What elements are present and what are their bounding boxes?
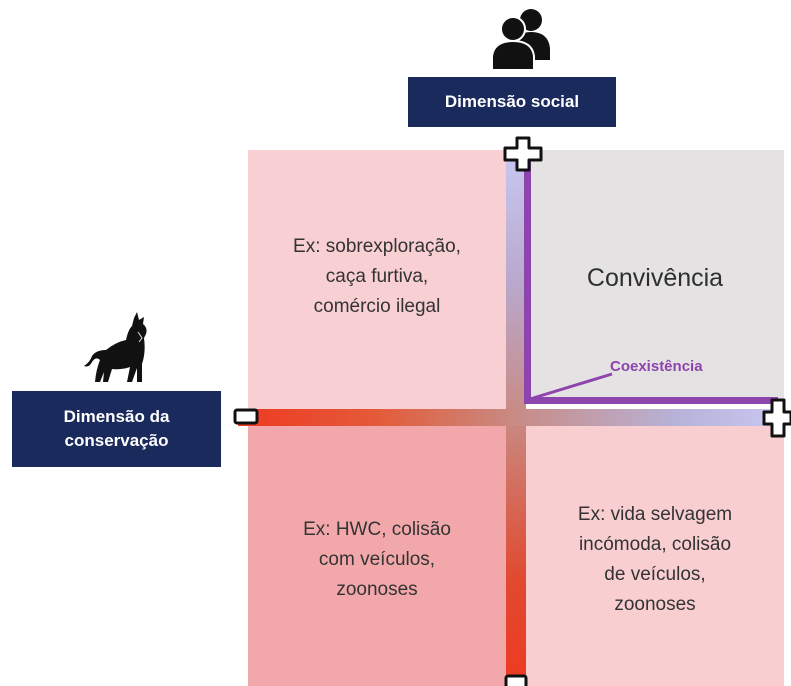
text-line: Ex: HWC, colisão — [303, 519, 451, 540]
coexistence-pointer — [526, 370, 616, 402]
text-line: incómoda, colisão — [578, 534, 732, 555]
text-line: zoonoses — [614, 594, 696, 615]
quadrant-top-left-text: Ex: sobrexploração, caça furtiva, comérc… — [248, 232, 506, 322]
conservation-label-line1: Dimensão da — [63, 407, 170, 426]
quadrant-bottom-right-text: Ex: vida selvagem incómoda, colisão de v… — [526, 500, 784, 620]
text-line: Ex: vida selvagem — [577, 504, 733, 525]
social-dimension-label: Dimensão social — [408, 77, 616, 127]
horizontal-axis — [238, 409, 786, 426]
text-line: com veículos, — [318, 549, 436, 570]
quadrant-top-right-text: Convivência — [586, 264, 724, 292]
minus-icon — [503, 674, 529, 686]
text-line: zoonoses — [336, 579, 418, 600]
coexistence-label: Coexistência — [610, 358, 703, 375]
quadrant-bottom-right — [526, 426, 784, 686]
quadrant-top-left — [248, 150, 506, 410]
people-icon — [490, 6, 552, 72]
text-line: caça furtiva, — [325, 266, 429, 287]
lynx-icon — [82, 312, 158, 384]
coexistence-line-vertical — [524, 153, 531, 404]
quadrant-bottom-left — [248, 426, 506, 686]
plus-icon — [503, 136, 543, 172]
coexistence-line-horizontal — [524, 397, 778, 404]
plus-icon — [762, 398, 791, 438]
quadrant-top-right — [526, 150, 784, 400]
minus-icon — [233, 407, 259, 427]
text-line: Ex: sobrexploração, — [293, 236, 461, 257]
quadrant-bottom-left-text: Ex: HWC, colisão com veículos, zoonoses — [248, 515, 506, 605]
conservation-label-line2: conservação — [64, 431, 169, 450]
text-line: comércio ilegal — [313, 296, 441, 317]
conservation-dimension-label: Dimensão da conservação — [12, 391, 221, 467]
text-line: de veículos, — [604, 564, 706, 585]
